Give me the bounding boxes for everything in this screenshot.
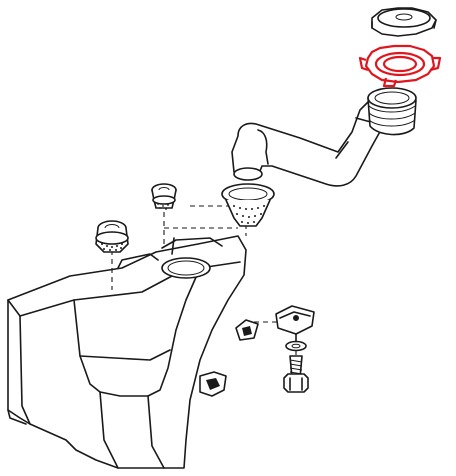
- grommet-small-icon: [151, 183, 177, 210]
- hose-collar-icon: [367, 87, 417, 136]
- filler-neck-hose-icon: [231, 87, 417, 187]
- bolt-icon: [283, 355, 309, 393]
- filler-cap-icon: [371, 7, 437, 37]
- strainer-basket-icon: [221, 183, 275, 227]
- clip-nut-icon: [275, 305, 315, 343]
- washer-icon: [285, 340, 307, 352]
- retaining-ring-icon: [358, 44, 442, 88]
- grommet-left-icon: [95, 220, 129, 253]
- mounting-pad-icon: [235, 319, 259, 341]
- reservoir-tank: [7, 235, 247, 469]
